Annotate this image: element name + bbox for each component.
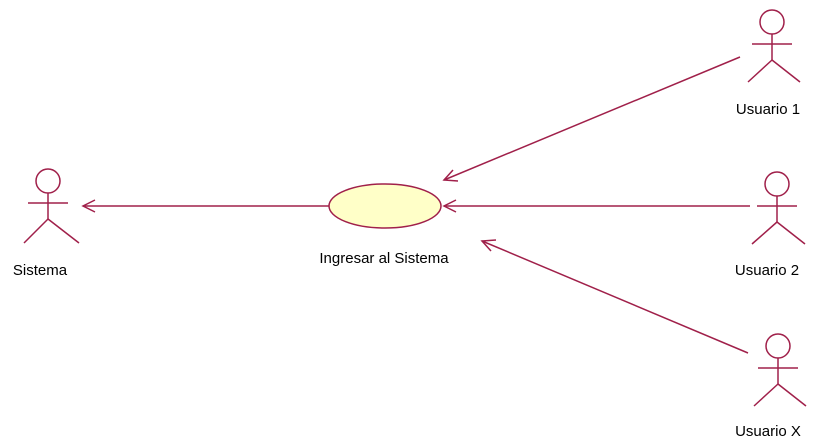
use-case-ellipse[interactable] [328, 183, 442, 229]
actor-usuario-1[interactable]: Usuario 1 [736, 9, 801, 118]
actor-usuario-2[interactable]: Usuario 2 [735, 171, 806, 279]
association-usuario-2-to-usecase[interactable] [442, 199, 750, 213]
actor-figure-icon [753, 333, 807, 407]
actor-figure-icon [751, 171, 806, 245]
actor-usuario-x[interactable]: Usuario X [735, 333, 807, 440]
use-case-ingresar-al-sistema[interactable]: Ingresar al Sistema [319, 183, 449, 267]
use-case-label: Ingresar al Sistema [319, 250, 449, 267]
actor-label: Usuario 2 [735, 262, 799, 279]
association-usuario-1-to-usecase[interactable] [442, 56, 741, 182]
actor-figure-icon [23, 168, 80, 244]
actor-sistema[interactable]: Sistema [13, 168, 80, 279]
actor-label: Sistema [13, 262, 68, 279]
actor-label: Usuario 1 [736, 101, 800, 118]
association-usuario-x-to-usecase[interactable] [480, 239, 749, 354]
actor-label: Usuario X [735, 423, 801, 440]
actor-figure-icon [747, 9, 801, 83]
association-usecase-to-sistema[interactable] [81, 199, 329, 213]
